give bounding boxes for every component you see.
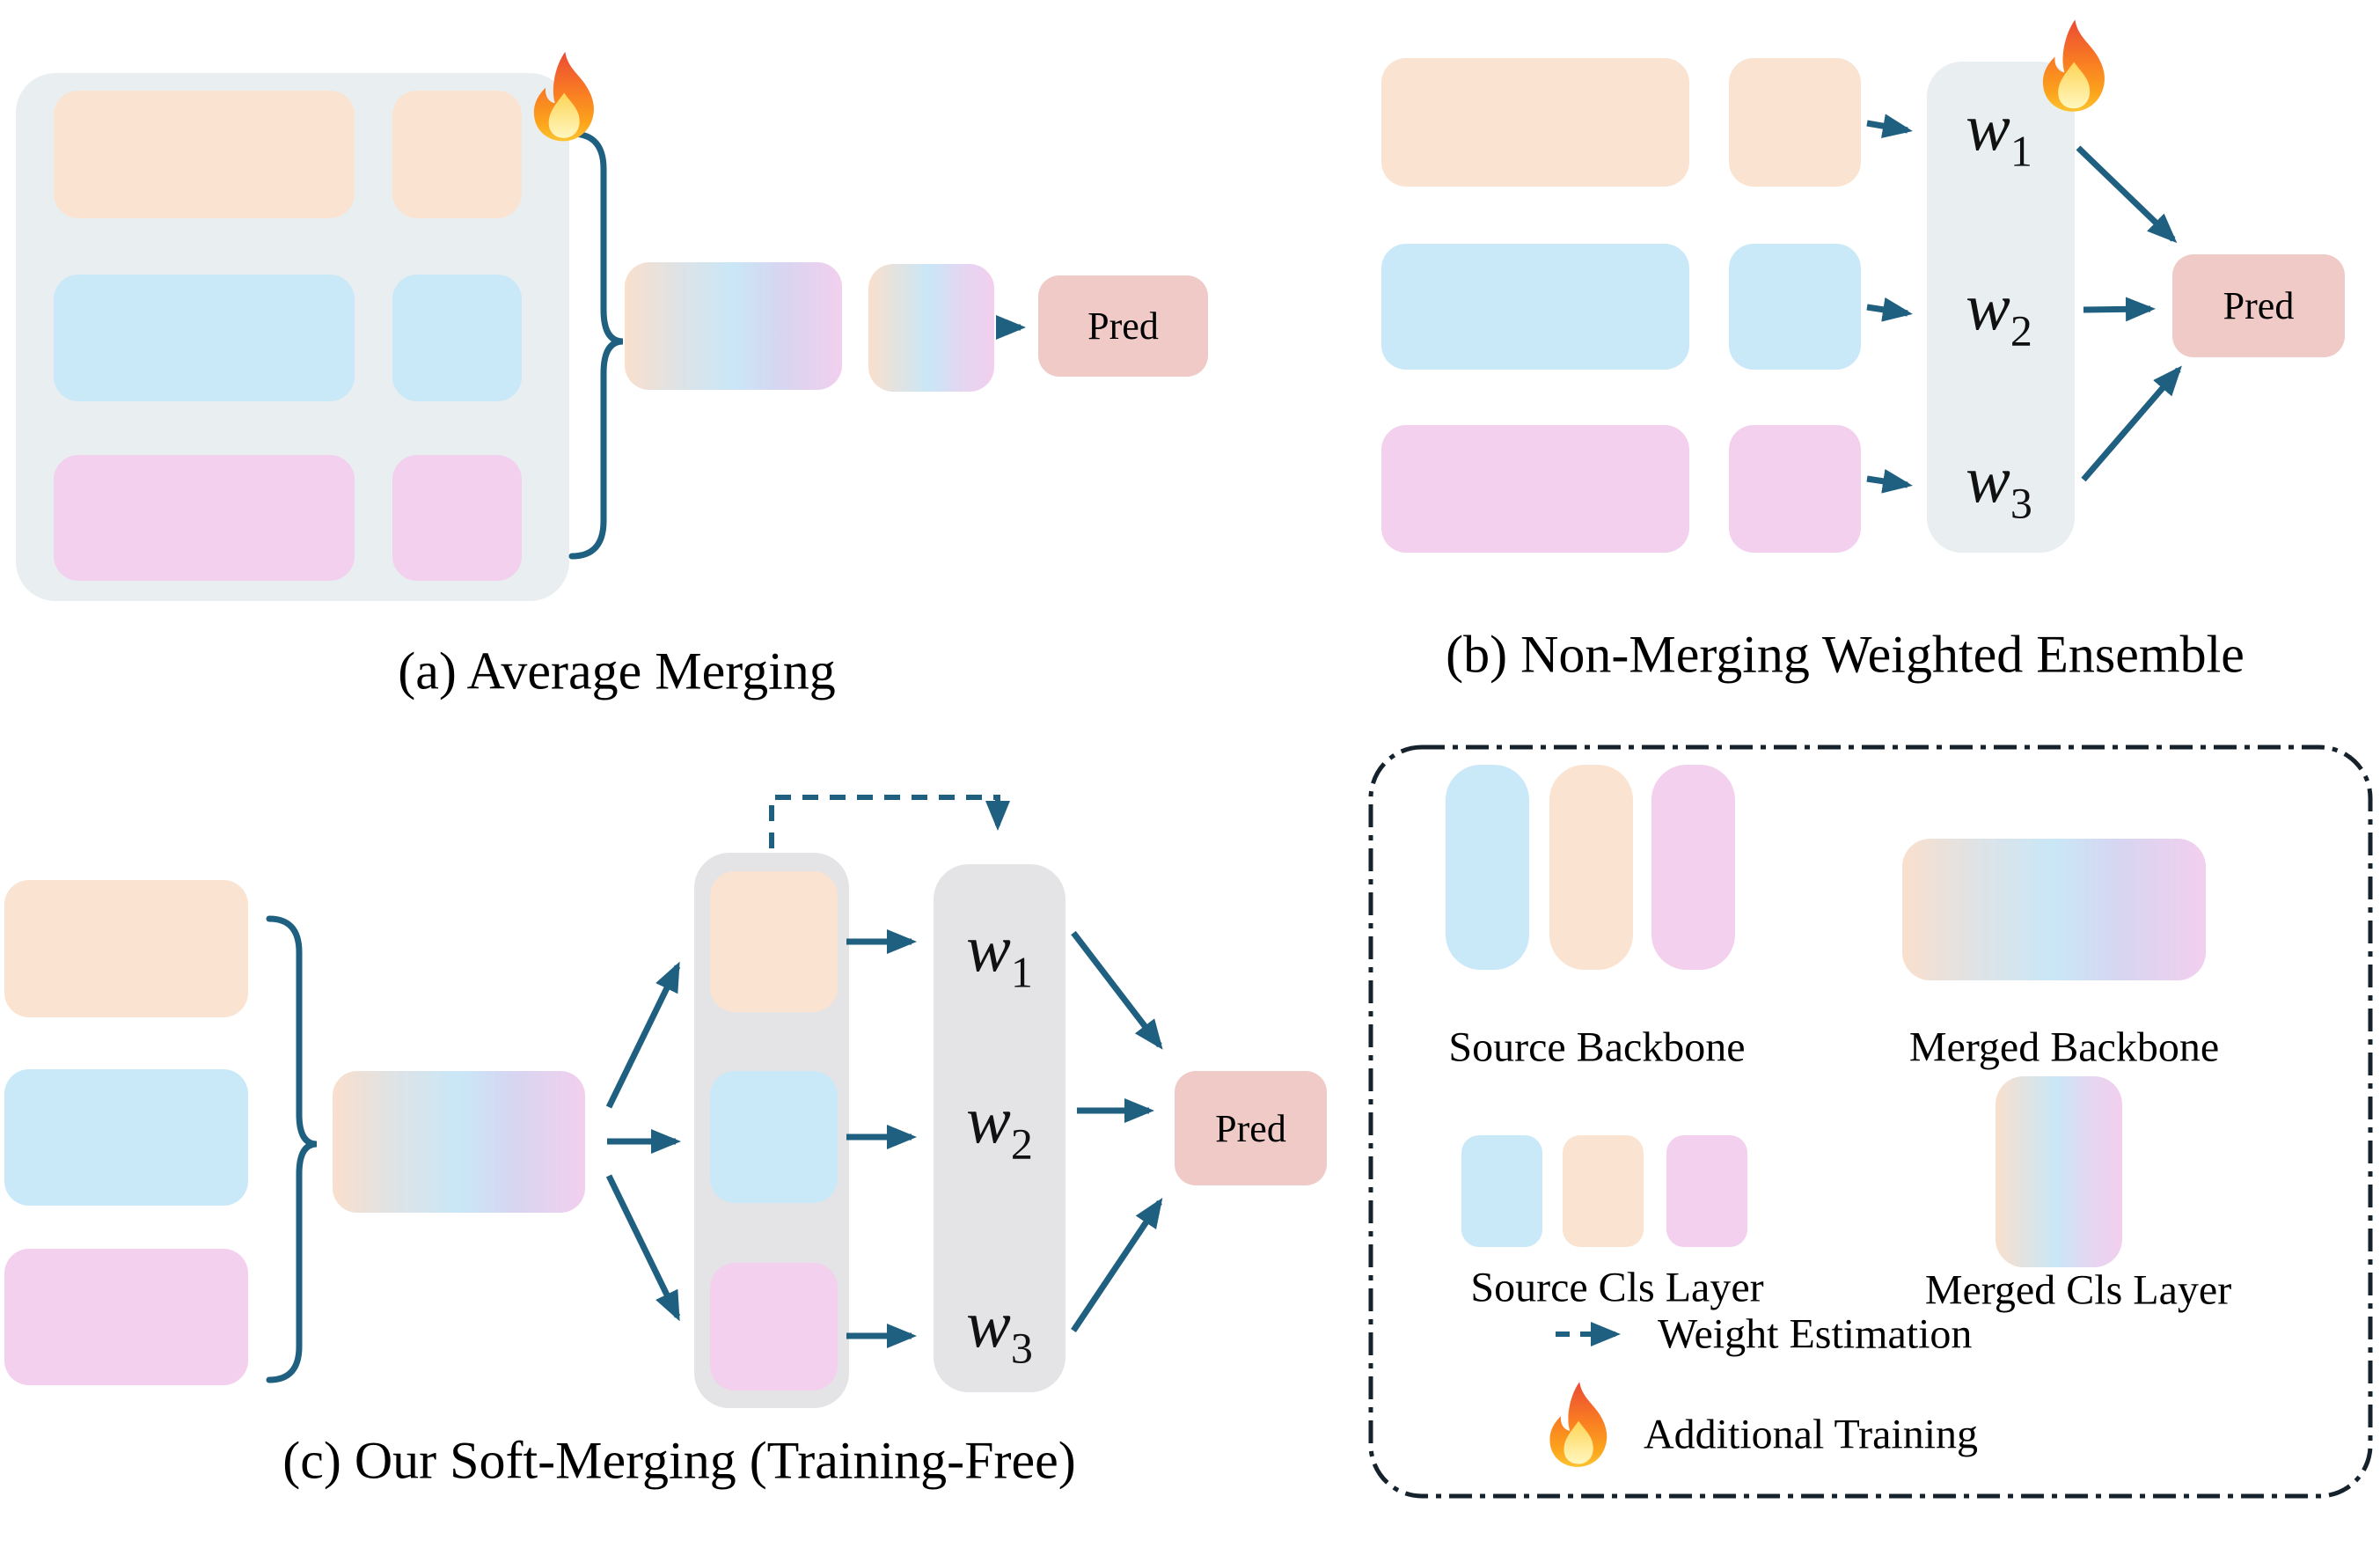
panel-a-source-backbone-1: [54, 91, 355, 218]
panel-b-arrow-w3-to-pred: [2081, 365, 2182, 482]
panel-c-weight-column: [934, 864, 1066, 1392]
panel-b-source-cls-3: [1729, 425, 1861, 553]
panel-c-source-cls-1: [710, 871, 838, 1012]
legend-additional-training-label: Additional Training: [1644, 1411, 1979, 1458]
panel-b-pred-label: Pred: [2223, 284, 2295, 327]
legend-merged-cls-swatch: [1996, 1076, 2122, 1267]
panel-b-pred-box: Pred: [2172, 254, 2345, 357]
panel-a-source-cls-2: [392, 275, 522, 401]
legend-source-cls-swatch-peach: [1563, 1135, 1644, 1247]
panel-a-source-cls-3: [392, 455, 522, 581]
panel-b-weight-3: w3: [1966, 443, 2032, 528]
panel-c-source-backbone-1: [4, 880, 248, 1017]
panel-b-arrow-cls1-to-w1: [1866, 114, 1913, 138]
panel-b-source-backbone-3: [1381, 425, 1689, 553]
panel-c-pred-label: Pred: [1215, 1106, 1286, 1150]
panel-a-source-cls-1: [392, 91, 522, 218]
panel-c-pred-box: Pred: [1175, 1071, 1327, 1185]
panel-a-merged-backbone: [625, 262, 842, 390]
panel-b-arrow-cls2-to-w2: [1866, 297, 1913, 322]
legend-merged-cls-label: Merged Cls Layer: [1924, 1266, 2232, 1314]
legend-source-backbone-pill-pink: [1651, 765, 1735, 970]
legend-source-backbone-pill-blue: [1446, 765, 1529, 970]
legend-source-cls-swatch-blue: [1461, 1135, 1542, 1247]
caption-b: (b) Non-Merging Weighted Ensemble: [1446, 625, 2245, 684]
panel-c-brace: [266, 915, 318, 1383]
panel-b-weight-2: w2: [1966, 270, 2032, 356]
panel-a-merged-cls: [868, 264, 994, 392]
panel-c-source-cls-2: [710, 1071, 838, 1203]
panel-c-arrow-w3-to-pred: [1071, 1198, 1163, 1332]
panel-b-arrow-cls3-to-w3: [1866, 468, 1913, 494]
panel-b-source-backbone-2: [1381, 244, 1689, 370]
panel-a-brace: [568, 130, 624, 560]
legend-source-backbone-pill-peach: [1549, 765, 1633, 970]
panel-a-pred-label: Pred: [1087, 304, 1159, 348]
legend-source-cls-label: Source Cls Layer: [1470, 1264, 1764, 1311]
panel-c-weight-1: w1: [966, 912, 1033, 997]
panel-c-arrow-merged-to-cls3: [605, 1174, 681, 1322]
panel-c-arrow-w1-to-pred: [1071, 930, 1163, 1050]
panel-b-weight-column: [1927, 62, 2075, 553]
panel-c-source-backbone-2: [4, 1069, 248, 1206]
panel-c-arrow-merged-to-cls1: [605, 961, 681, 1109]
legend-source-backbone-label: Source Backbone: [1448, 1023, 1746, 1071]
legend-fire-icon: [1549, 1382, 1607, 1467]
panel-a-pred-box: Pred: [1038, 275, 1208, 377]
panel-a-source-backbone-2: [54, 275, 355, 401]
panel-b-source-cls-1: [1729, 58, 1861, 187]
panel-b-weight-1: w1: [1966, 91, 2032, 176]
panel-c-merged-backbone: [333, 1071, 585, 1213]
panel-c-weight-3: w3: [966, 1288, 1033, 1373]
panel-c-weight-2: w2: [966, 1083, 1033, 1169]
legend-merged-backbone-swatch: [1902, 839, 2206, 980]
panel-a-source-backbone-3: [54, 455, 355, 581]
panel-c-source-backbone-3: [4, 1249, 248, 1385]
caption-a: (a) Average Merging: [398, 642, 836, 701]
panel-b-source-backbone-1: [1381, 58, 1689, 187]
panel-b-arrow-w2-to-pred: [2083, 297, 2156, 322]
panel-b-source-cls-2: [1729, 244, 1861, 370]
panel-c-weight-estimation-dashed-arrow: [769, 795, 1010, 848]
panel-b-arrow-w1-to-pred: [2076, 145, 2178, 244]
caption-c: (c) Our Soft-Merging (Training-Free): [282, 1431, 1076, 1490]
legend-source-cls-swatch-pink: [1666, 1135, 1747, 1247]
panel-c-source-cls-3: [710, 1263, 838, 1390]
legend-weight-estimation-label: Weight Estimation: [1658, 1310, 1973, 1358]
legend-merged-backbone-label: Merged Backbone: [1908, 1023, 2220, 1071]
